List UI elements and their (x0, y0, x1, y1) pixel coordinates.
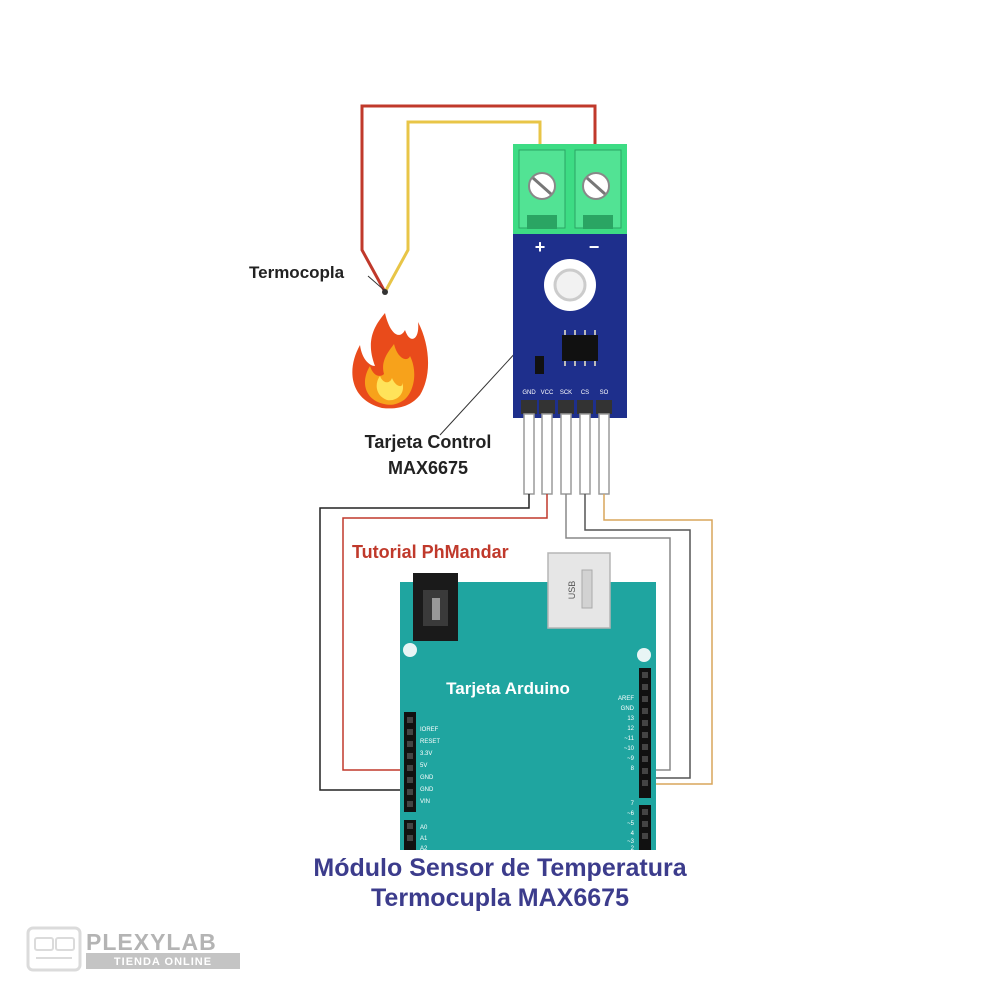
vcc-wire (342, 494, 548, 771)
watermark-tagline: TIENDA ONLINE (114, 956, 212, 968)
power-pin-label: 3.3V (420, 751, 432, 757)
control-board-leader-line (439, 349, 519, 436)
digital-pin-label: ~5 (627, 821, 635, 827)
sck-wire (565, 494, 671, 771)
watermark-tagline-bg (86, 953, 240, 969)
module-pin-header (558, 400, 574, 414)
control-board-label-line2: MAX6675 (387, 458, 469, 478)
module-pin-label: CS (581, 390, 589, 396)
jumper-connectors (523, 413, 610, 495)
terminal-notch-left (527, 215, 557, 229)
analog-pin-label: A0 (420, 825, 428, 831)
power-pin-label: 5V (420, 763, 427, 769)
mounting-hole-inner (553, 268, 587, 302)
arduino-board: USB Tarjeta Arduino IOREF RESET 3.3V 5V … (400, 552, 656, 852)
power-header (404, 712, 416, 812)
digital-pin-label: 12 (627, 726, 634, 732)
digital-pin-label: 7 (631, 801, 635, 807)
digital-pin-label: GND (621, 706, 635, 712)
digital-pin-label: ~9 (627, 756, 635, 762)
power-header-pins (407, 717, 413, 807)
power-pin-label: GND (420, 775, 434, 781)
power-pin-label: RESET (420, 739, 440, 745)
so-wire (603, 494, 713, 785)
analog-pin-label: A1 (420, 836, 428, 842)
thermocouple-yellow-wire (383, 120, 542, 293)
thermocouple-leader-line (367, 275, 385, 291)
power-pin-label: GND (420, 787, 434, 793)
digital-header-lower-pins (642, 809, 648, 839)
plexylab-logo-icon (26, 926, 82, 972)
max6675-chip-icon (562, 330, 598, 366)
screw-icon (582, 172, 610, 200)
gnd-wire (319, 494, 530, 791)
control-board-label-line1: Tarjeta Control (364, 432, 492, 452)
power-jack-pin (432, 598, 440, 620)
arduino-label: Tarjeta Arduino (446, 679, 570, 698)
diagram-title-line2: Termocupla MAX6675 (371, 884, 629, 912)
module-plus-label: + (535, 237, 546, 257)
tutorial-label: Tutorial PhMandar (352, 542, 509, 562)
terminal-notch-right (583, 215, 613, 229)
mounting-hole (637, 648, 651, 662)
thermocouple-label: Termocopla (249, 263, 345, 282)
digital-pin-label: 13 (627, 716, 634, 722)
digital-pin-label: ~3 (627, 839, 635, 845)
digital-pin-label: ~11 (624, 736, 634, 742)
digital-pin-label: ~10 (624, 746, 635, 752)
module-pin-label: SCK (560, 390, 572, 396)
thermocouple-red-wire (360, 104, 597, 293)
mounting-hole (403, 643, 417, 657)
diagram-title-line1: Módulo Sensor de Temperatura (313, 854, 687, 882)
module-pin-label: VCC (541, 390, 554, 396)
thermocouple-junction (382, 289, 388, 295)
power-pin-label: IOREF (420, 727, 439, 733)
analog-header-pins (407, 823, 413, 841)
usb-connector (547, 552, 611, 629)
digital-header-pins (642, 672, 648, 786)
cs-wire (584, 494, 691, 779)
module-pin-header (577, 400, 593, 414)
digital-pin-label: ~6 (627, 811, 635, 817)
screw-icon (528, 172, 556, 200)
module-pin-header (521, 400, 537, 414)
watermark-brand: PLEXYLAB (86, 929, 217, 955)
capacitor-icon (535, 356, 544, 374)
digital-pin-label: 2 (631, 846, 635, 852)
module-pin-label: SO (600, 390, 609, 396)
max6675-module: + − GND VCC SCK CS SO (513, 144, 627, 418)
digital-pin-label: 4 (631, 831, 635, 837)
digital-pin-label: AREF (618, 696, 634, 702)
module-pin-header (539, 400, 555, 414)
module-pin-header (596, 400, 612, 414)
power-pin-label: VIN (420, 799, 430, 805)
usb-notch (581, 569, 593, 609)
digital-pin-label: 8 (631, 766, 635, 772)
module-pin-label: GND (522, 390, 536, 396)
module-minus-label: − (589, 237, 600, 257)
analog-pin-label: A2 (420, 846, 428, 852)
usb-label: USB (567, 581, 577, 600)
fire-icon (352, 313, 429, 409)
